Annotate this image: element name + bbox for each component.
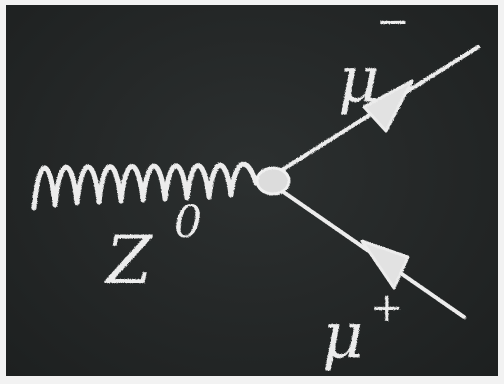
z-boson-propagator	[31, 161, 271, 211]
muon-minus-superscript: −	[376, 5, 410, 45]
z-boson-label: Z	[104, 222, 153, 299]
muon-minus-label: μ	[338, 43, 380, 117]
muon-plus-arrow	[360, 239, 410, 290]
muon-plus-label: μ	[322, 299, 364, 373]
interaction-vertex	[255, 166, 291, 196]
z-boson-superscript: 0	[174, 197, 202, 248]
muon-minus-arrow	[362, 79, 414, 133]
chalkboard: Z 0 μ − μ +	[6, 5, 498, 376]
feynman-diagram: Z 0 μ − μ +	[31, 5, 480, 373]
muon-plus-superscript: +	[370, 285, 404, 331]
